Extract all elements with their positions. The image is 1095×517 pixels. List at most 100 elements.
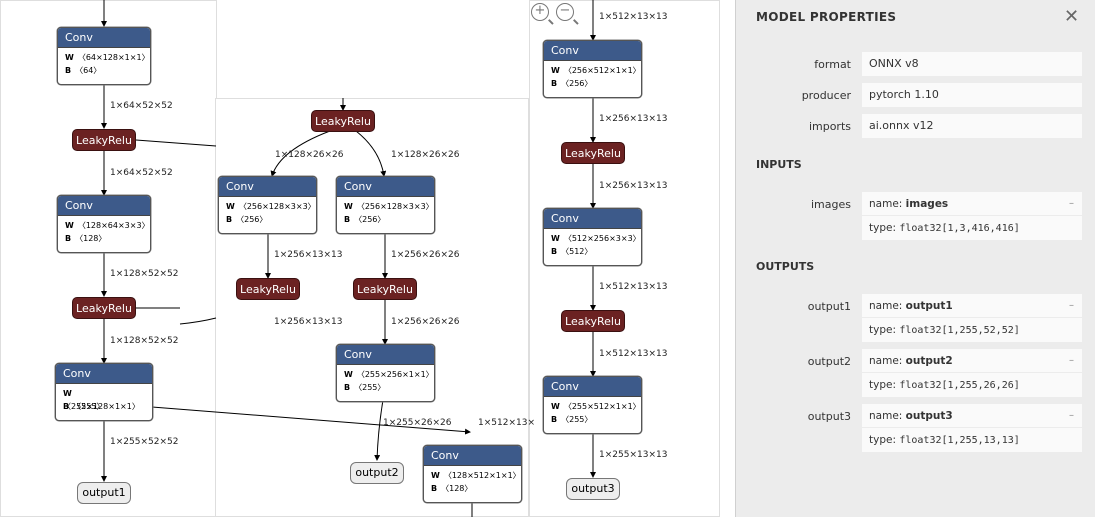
attr-value: 〈256×128×3×3〉 <box>238 202 316 211</box>
attr-key: B <box>65 234 72 243</box>
leakyrelu-node[interactable]: LeakyRelu <box>72 297 136 319</box>
edge-label: 1×128×26×26 <box>275 150 344 160</box>
field-value: images <box>905 198 949 210</box>
attr-value: 〈255〉 <box>73 402 105 411</box>
field-label: type: <box>869 434 896 446</box>
edge-label: 1×128×26×26 <box>391 150 460 160</box>
conv-node[interactable]: Conv W〈255×256×1×1〉 B〈255〉 <box>336 344 435 402</box>
expand-icon[interactable]: – <box>1069 410 1074 421</box>
attr-value: 〈256×512×1×1〉 <box>563 66 641 75</box>
attr-key: B <box>65 66 72 75</box>
leakyrelu-node[interactable]: LeakyRelu <box>72 129 136 151</box>
attr-value: 〈128×64×3×3〉 <box>77 221 150 230</box>
edge-label: 1×256×26×26 <box>391 317 460 327</box>
output-key: output2 <box>807 355 851 368</box>
input-box[interactable]: name: images– type: float32[1,3,416,416] <box>862 192 1082 240</box>
field-label: type: <box>869 379 896 391</box>
field-label: type: <box>869 324 896 336</box>
output-name-row: name: output1 – <box>862 294 1082 318</box>
node-title: Conv <box>58 28 150 48</box>
edge-label: 1×512×13×13 <box>599 12 668 22</box>
edge-label: 1×255×26×26 <box>383 418 452 428</box>
attr-value: 〈128×512×1×1〉 <box>443 471 521 480</box>
attr-key: W <box>551 402 560 411</box>
attr-value: 〈255〉 <box>354 383 386 392</box>
node-title: Conv <box>337 345 434 365</box>
field-value: float32[1,3,416,416] <box>899 223 1020 234</box>
graph-edges <box>101 0 596 517</box>
leakyrelu-node[interactable]: LeakyRelu <box>561 310 625 332</box>
output-box[interactable]: name: output2– type: float32[1,255,26,26… <box>862 349 1082 397</box>
node-title: Conv <box>544 377 641 397</box>
zoom-in-icon[interactable]: + <box>531 3 549 21</box>
input-key: images <box>811 198 851 211</box>
field-label: name: <box>869 198 903 210</box>
expand-icon[interactable]: – <box>1069 355 1074 366</box>
leakyrelu-node[interactable]: LeakyRelu <box>311 110 375 132</box>
output3-node[interactable]: output3 <box>566 478 620 500</box>
attr-value: 〈64〉 <box>75 66 102 75</box>
output1-node[interactable]: output1 <box>77 482 131 504</box>
leakyrelu-node[interactable]: LeakyRelu <box>353 278 417 300</box>
property-value: ai.onnx v12 <box>862 114 1082 138</box>
expand-icon[interactable]: – <box>1069 300 1074 311</box>
conv-node[interactable]: Conv W〈255×128×1×1〉 B〈255〉 <box>55 363 153 421</box>
edge-label: 1×512×13×13 <box>599 349 668 359</box>
zoom-out-icon[interactable]: − <box>556 3 574 21</box>
output-name-row: name: output2– <box>862 349 1082 373</box>
field-label: name: <box>869 300 903 312</box>
conv-node[interactable]: Conv W〈256×128×3×3〉 B〈256〉 <box>336 176 435 234</box>
field-value: output1 <box>905 300 953 312</box>
node-title: Conv <box>58 196 150 216</box>
attr-key: B <box>551 79 558 88</box>
attr-key: B <box>226 215 233 224</box>
output2-node[interactable]: output2 <box>350 462 404 484</box>
output-name-row: name: output3 – <box>862 404 1082 428</box>
leakyrelu-node[interactable]: LeakyRelu <box>561 142 625 164</box>
edge-label: 1×256×26×26 <box>391 250 460 260</box>
conv-node[interactable]: Conv W〈128×512×1×1〉 B〈128〉 <box>423 445 522 503</box>
property-key: format <box>814 58 851 71</box>
conv-node[interactable]: Conv W〈64×128×1×1〉 B〈64〉 <box>57 27 151 85</box>
edge-label: 1×255×52×52 <box>110 437 179 447</box>
conv-node[interactable]: Conv W〈256×512×1×1〉 B〈256〉 <box>543 40 642 98</box>
inputs-heading: INPUTS <box>756 158 802 171</box>
property-key: imports <box>808 120 851 133</box>
field-value: output3 <box>905 410 953 422</box>
edge-label: 1×255×13×13 <box>599 450 668 460</box>
conv-node[interactable]: Conv W〈255×512×1×1〉 B〈255〉 <box>543 376 642 434</box>
conv-node[interactable]: Conv W〈128×64×3×3〉 B〈128〉 <box>57 195 151 253</box>
attr-value: 〈256〉 <box>561 79 593 88</box>
edge-label: 1×256×13×13 <box>274 250 343 260</box>
output-type-row: type: float32[1,255,13,13] <box>862 428 1082 452</box>
expand-icon[interactable]: – <box>1069 198 1074 209</box>
attr-key: B <box>551 247 558 256</box>
attr-value: 〈512×256×3×3〉 <box>563 234 641 243</box>
attr-value: 〈255×256×1×1〉 <box>356 370 434 379</box>
edge-label: 1×256×13×13 <box>274 317 343 327</box>
attr-key: B <box>63 402 70 411</box>
field-value: float32[1,255,52,52] <box>899 325 1020 336</box>
attr-key: W <box>65 221 74 230</box>
node-title: Conv <box>424 446 521 466</box>
output-key: output3 <box>807 410 851 423</box>
attr-key: W <box>226 202 235 211</box>
attr-value: 〈128〉 <box>441 484 473 493</box>
attr-value: 〈256〉 <box>236 215 268 224</box>
edge-label: 1×128×52×52 <box>110 269 179 279</box>
attr-key: W <box>344 202 353 211</box>
conv-node[interactable]: Conv W〈256×128×3×3〉 B〈256〉 <box>218 176 317 234</box>
node-title: Conv <box>56 364 152 384</box>
conv-node[interactable]: Conv W〈512×256×3×3〉 B〈512〉 <box>543 208 642 266</box>
field-label: name: <box>869 410 903 422</box>
input-name-row: name: images – <box>862 192 1082 216</box>
attr-key: B <box>344 215 351 224</box>
edge-label: 1×512×13× <box>478 418 535 428</box>
leakyrelu-node[interactable]: LeakyRelu <box>236 278 300 300</box>
close-icon[interactable]: ✕ <box>1064 6 1080 27</box>
outputs-heading: OUTPUTS <box>756 260 815 273</box>
output-box[interactable]: name: output3 – type: float32[1,255,13,13… <box>862 404 1082 452</box>
attr-key: W <box>344 370 353 379</box>
attr-key: B <box>431 484 438 493</box>
output-box[interactable]: name: output1 – type: float32[1,255,52,52… <box>862 294 1082 342</box>
